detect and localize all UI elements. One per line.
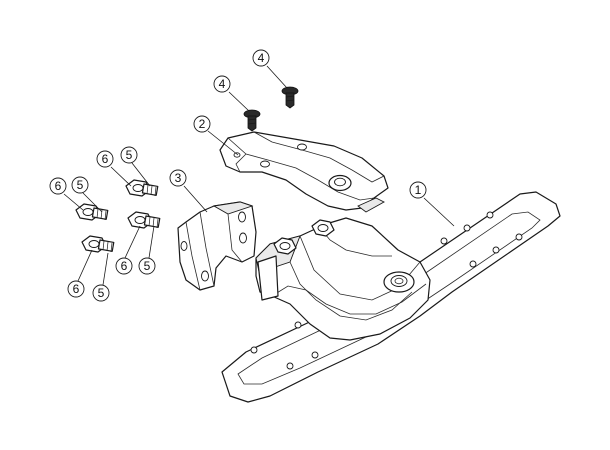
part-3-bracket <box>177 201 257 291</box>
callout-5d: 5 <box>92 284 110 302</box>
callout-5c-label: 5 <box>144 259 151 273</box>
part-2-cover-plate <box>219 131 389 213</box>
callout-5b: 5 <box>71 176 89 194</box>
callout-2-label: 2 <box>199 117 206 131</box>
callout-2: 2 <box>193 115 211 133</box>
leader-lines <box>63 65 455 286</box>
callout-6b-label: 6 <box>55 179 62 193</box>
callout-6d-label: 6 <box>73 282 80 296</box>
callout-5b-label: 5 <box>77 178 84 192</box>
callout-5a-label: 5 <box>126 148 133 162</box>
bolt-set-top-left <box>75 203 109 221</box>
callout-1-label: 1 <box>415 183 422 197</box>
callout-4b: 4 <box>252 49 270 67</box>
callout-5d-label: 5 <box>98 286 105 300</box>
callout-5c: 5 <box>138 257 156 275</box>
callout-6a: 6 <box>96 150 114 168</box>
callout-3: 3 <box>169 169 187 187</box>
bolt-set-bottom-right <box>127 211 161 229</box>
callout-6c-label: 6 <box>121 259 128 273</box>
part-4-screw-a <box>243 109 261 132</box>
callout-3-label: 3 <box>175 171 182 185</box>
part-4-screw-b <box>281 86 299 109</box>
callout-4a-label: 4 <box>219 77 226 91</box>
part-1-hinge-plate <box>221 191 561 403</box>
callout-1: 1 <box>409 181 427 199</box>
callout-6a-label: 6 <box>102 152 109 166</box>
callout-4a: 4 <box>213 75 231 93</box>
callout-4b-label: 4 <box>258 51 265 65</box>
callout-6c: 6 <box>115 257 133 275</box>
callout-6b: 6 <box>49 177 67 195</box>
bolt-set-bottom-left <box>81 235 115 253</box>
callout-6d: 6 <box>67 280 85 298</box>
bolt-set-top-right <box>125 179 159 197</box>
callout-5a: 5 <box>120 146 138 164</box>
